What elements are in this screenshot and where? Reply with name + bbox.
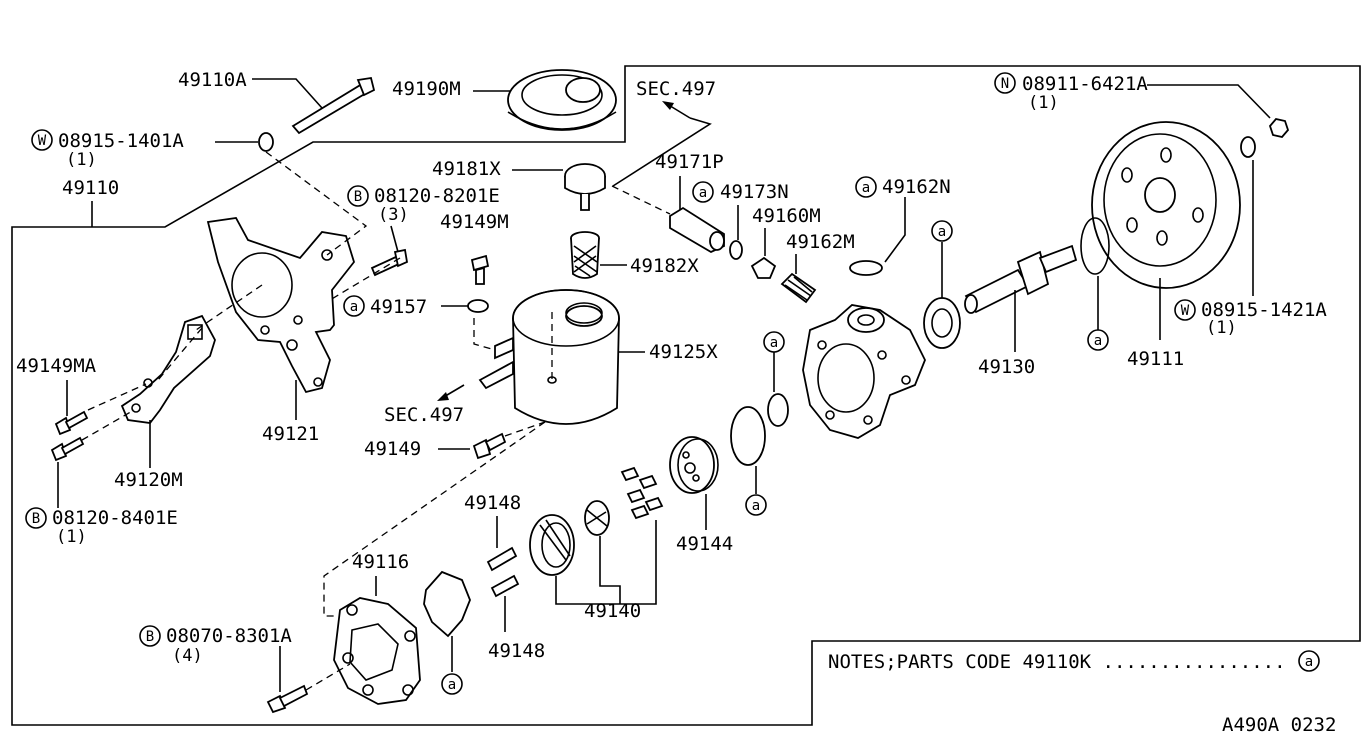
svg-text:08120-8201E: 08120-8201E [374,185,500,207]
part-49181X[interactable]: 49181X [432,158,606,211]
svg-text:a: a [699,185,707,201]
svg-text:49110: 49110 [62,177,119,199]
part-49162N[interactable]: a 49162N [849,176,951,276]
svg-text:a: a [752,498,760,514]
svg-text:49111: 49111 [1127,348,1184,370]
svg-text:B: B [354,189,362,205]
svg-text:(1): (1) [1028,93,1059,113]
svg-text:(4): (4) [172,646,203,666]
svg-text:49144: 49144 [676,533,733,555]
sec-497-bottom[interactable]: SEC.497 [384,384,465,426]
svg-text:(1): (1) [56,527,87,547]
part-49171P[interactable]: 49171P [655,151,725,254]
svg-text:49120M: 49120M [114,469,183,491]
svg-text:49157: 49157 [370,296,427,318]
part-49125X[interactable]: 49125X [478,289,718,425]
part-49120M[interactable]: 49120M [114,314,216,491]
notes-symbol: a [1305,654,1313,670]
svg-text:08915-1401A: 08915-1401A [58,130,184,152]
label-49110: 49110 [62,177,119,227]
svg-text:(3): (3) [378,205,409,225]
part-49148-top[interactable]: 49148 [464,492,521,572]
bolt-08120-8201E[interactable]: B 08120-8201E (3) [347,185,500,277]
svg-text:49162N: 49162N [882,176,951,198]
svg-text:49160M: 49160M [752,205,821,227]
part-49173N[interactable]: a 49173N [692,181,789,260]
bolt-08120-8401E[interactable]: B 08120-8401E (1) [25,436,178,547]
svg-text:a: a [770,335,778,351]
part-49190M[interactable]: 49190M [392,69,617,131]
svg-text:08911-6421A: 08911-6421A [1022,73,1148,95]
svg-text:49149M: 49149M [440,211,509,233]
svg-text:(1): (1) [66,150,97,170]
assembly-lines [81,151,671,691]
svg-text:08120-8401E: 08120-8401E [52,507,178,529]
svg-text:N: N [1001,76,1009,92]
oil-seal[interactable]: a [923,220,961,349]
svg-text:49181X: 49181X [432,158,501,180]
svg-text:49173N: 49173N [720,181,789,203]
washer-08915-1421A[interactable]: W 08915-1421A (1) [1174,136,1327,338]
part-49110A[interactable]: 49110A [178,69,376,135]
bolt-08070-8301A[interactable]: B 08070-8301A (4) [139,625,309,714]
part-49130[interactable]: 49130 [964,244,1078,378]
svg-text:49162M: 49162M [786,231,855,253]
part-49182X[interactable]: 49182X [570,231,699,279]
part-49149[interactable]: 49149 [364,432,507,460]
part-49160M[interactable]: 49160M [750,205,821,279]
svg-text:08915-1421A: 08915-1421A [1201,299,1327,321]
svg-text:SEC.497: SEC.497 [384,404,464,426]
svg-text:49149: 49149 [364,438,421,460]
svg-text:49190M: 49190M [392,78,461,100]
svg-text:08070-8301A: 08070-8301A [166,625,292,647]
svg-text:49149MA: 49149MA [16,355,97,377]
svg-text:49125X: 49125X [649,341,718,363]
notes-box: NOTES;PARTS CODE 49110K ................… [828,650,1320,673]
nut-08911-6421A[interactable]: N 08911-6421A (1) [994,72,1290,138]
part-49121[interactable]: 49121 [206,217,355,445]
svg-text:49171P: 49171P [655,151,724,173]
pump-body[interactable] [802,304,926,439]
svg-text:49140: 49140 [584,600,641,622]
part-49111[interactable]: 49111 [1091,121,1241,370]
svg-text:a: a [448,677,456,693]
svg-text:49110A: 49110A [178,69,247,91]
svg-text:a: a [862,180,870,196]
diagram-code: A490A 0232 [1222,714,1336,736]
part-49149M[interactable]: 49149M [440,211,509,285]
svg-text:B: B [32,511,40,527]
svg-text:SEC.497: SEC.497 [636,78,716,100]
part-49157[interactable]: a 49157 [343,295,489,318]
svg-text:a: a [350,299,358,315]
svg-text:a: a [1094,333,1102,349]
sec-497-top[interactable]: SEC.497 [612,78,716,187]
part-49162M[interactable]: 49162M [780,231,855,304]
notes-text: NOTES;PARTS CODE 49110K ................ [828,651,1286,673]
snap-ring[interactable]: a [1080,217,1110,351]
cover-gasket[interactable]: a [423,570,471,695]
o-rings[interactable]: a a [730,331,789,516]
svg-text:49148: 49148 [488,640,545,662]
svg-text:49121: 49121 [262,423,319,445]
part-49140[interactable]: 49140 [529,466,664,622]
kit-frame [11,65,1361,726]
part-49149MA[interactable]: 49149MA [16,355,97,436]
svg-text:a: a [938,224,946,240]
svg-text:(1): (1) [1206,318,1237,338]
svg-text:49182X: 49182X [630,255,699,277]
washer-08915-1401A[interactable]: W 08915-1401A (1) [31,129,274,170]
svg-text:49130: 49130 [978,356,1035,378]
part-49148-bottom[interactable]: 49148 [488,574,545,662]
svg-text:B: B [146,629,154,645]
svg-text:W: W [38,133,47,149]
svg-text:49148: 49148 [464,492,521,514]
svg-text:49116: 49116 [352,551,409,573]
part-49116[interactable]: 49116 [333,551,421,705]
svg-text:W: W [1181,303,1190,319]
part-49144[interactable]: 49144 [669,436,733,555]
